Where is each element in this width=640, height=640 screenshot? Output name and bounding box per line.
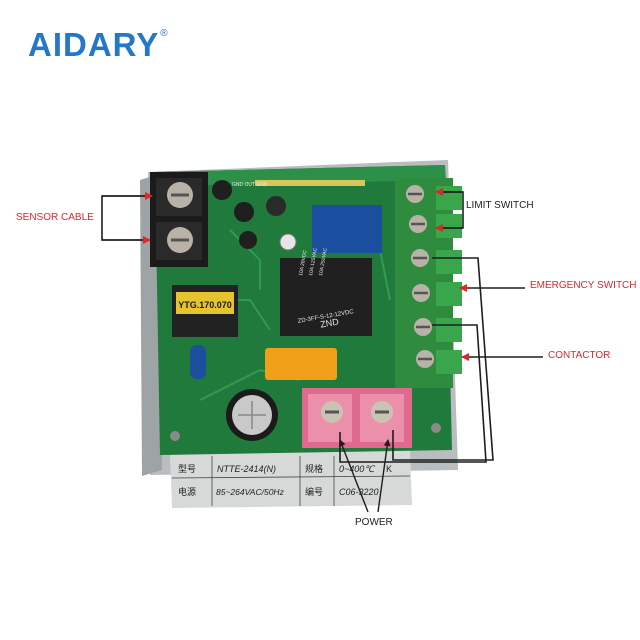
sensor-cable-arrows [102,192,153,244]
brand-logo: AIDARY® [28,26,169,64]
power-arrow-right [377,439,391,513]
nameplate-panel [170,450,412,508]
label-contactor: CONTACTOR [548,350,611,361]
relay-main: ZD-3FF-S-12-12VDC ZND 10A 250VAC 10A 125… [280,247,372,336]
nameplate-power-key: 电源 [178,486,196,497]
transformer-text: YTG.170.070 [178,300,232,310]
transformer: YTG.170.070 [172,285,238,337]
relay-brand: ZND [320,316,340,329]
label-sensor-cable: SENSOR CABLE [16,212,94,223]
power-terminal-block [302,388,412,448]
relay-rating-3: 10A 28VDC [298,249,309,276]
nameplate-power-value: 85~264VAC/50Hz [216,487,285,497]
nameplate-spec-key: 规格 [305,463,323,474]
capacitors-top [212,180,297,251]
capacitor-yellow [265,348,337,380]
nameplate-model-value: NTTE-2414(N) [217,464,276,474]
registered-mark: ® [160,28,169,39]
nameplate-serial-key: 编号 [305,486,323,497]
pcb-marks: GND OUT GND [232,182,268,188]
label-power: POWER [355,517,393,528]
nameplate-spec-value: 0~400℃ [339,464,375,474]
relay-rating-1: 10A 250VAC [318,247,329,276]
nameplate-serial-value: C06-3220 [339,487,379,497]
label-limit-switch: LIMIT SWITCH [466,200,534,211]
power-arrow-left [338,439,369,513]
nameplate-model-key: 型号 [178,464,196,474]
label-emergency-switch: EMERGENCY SWITCH [530,280,637,291]
header-pins [255,180,365,186]
right-terminal-strip [395,178,462,388]
nameplate: 型号 NTTE-2414(N) 规格 0~400℃ K 电源 85~264VAC… [171,456,411,506]
sensor-terminal-block [150,172,208,267]
brand-logo-text: AIDARY [28,26,160,63]
screw [431,423,441,433]
screw [170,431,180,441]
relay-top [312,205,382,253]
capacitor-blue [190,345,206,379]
relay-rating-2: 10A 125VAC [308,247,319,276]
routing-lines [339,257,494,463]
capacitor-large [226,389,278,441]
nameplate-spec-unit: K [386,464,392,474]
